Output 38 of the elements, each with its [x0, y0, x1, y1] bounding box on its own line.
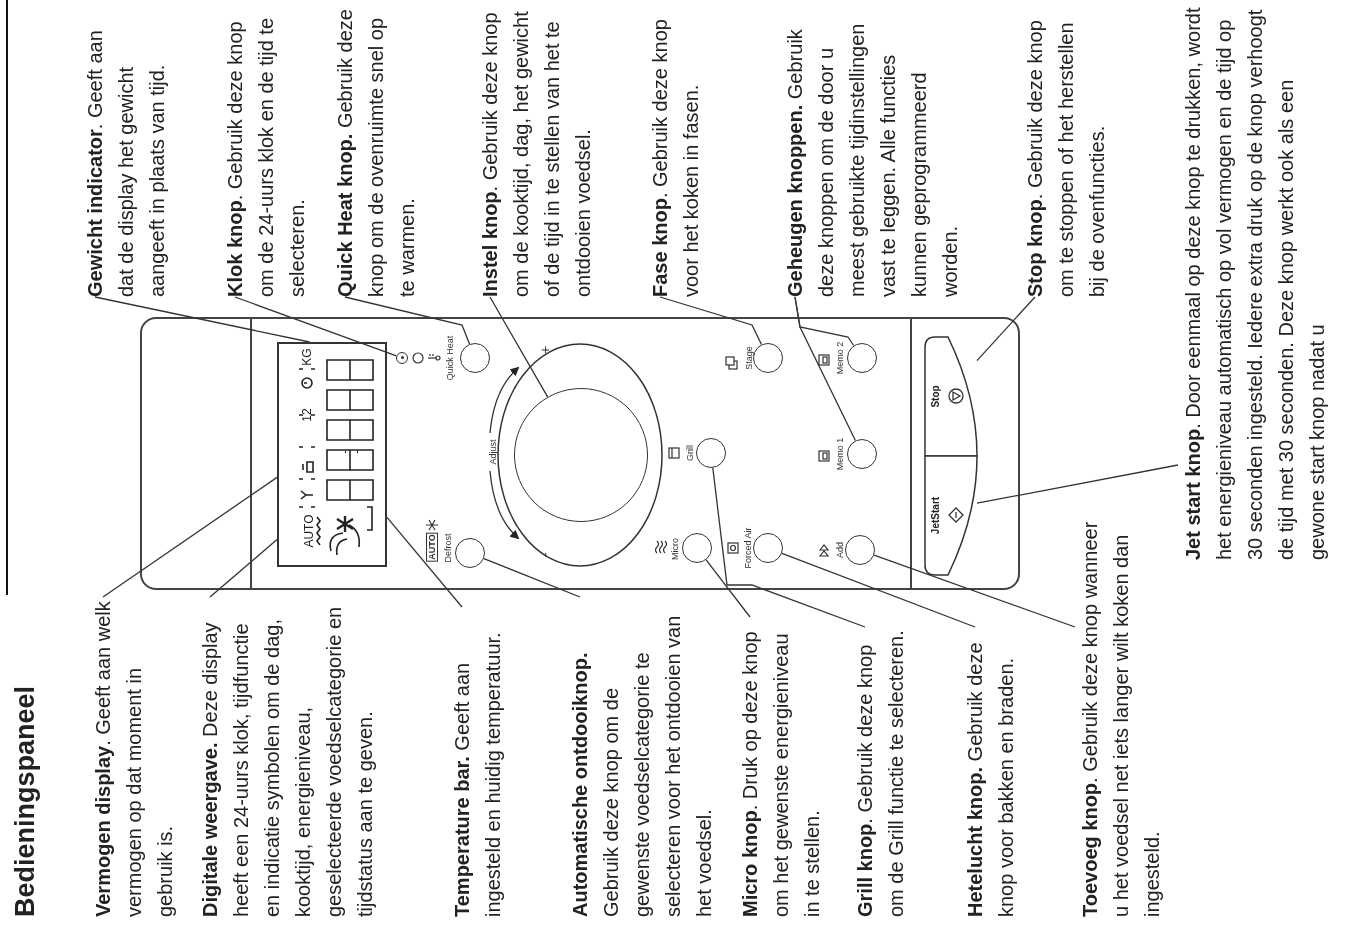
control-panel	[140, 317, 1020, 590]
display-label: AUTO	[302, 514, 316, 548]
button-label: Micro	[670, 538, 680, 560]
display-label: KG	[300, 348, 314, 366]
leader-line	[386, 516, 463, 608]
start-button: JetStart	[925, 456, 977, 575]
minus-sign: -	[538, 552, 552, 558]
leader-line	[94, 296, 311, 343]
leader-line	[344, 296, 471, 345]
leader-line	[712, 467, 866, 628]
button-label: Defrost	[443, 533, 453, 563]
mode-badge: AUTO	[426, 532, 438, 562]
button-label: Quick Heat	[445, 335, 455, 381]
leader-line	[659, 296, 763, 346]
button-label: Adjust	[488, 439, 498, 465]
leader-line	[102, 476, 278, 598]
button-label: Forced Air	[743, 527, 753, 569]
leader-line	[705, 559, 751, 618]
button-label: Add	[835, 542, 845, 558]
stop-button: Stop	[925, 337, 977, 456]
leader-line	[976, 296, 1036, 362]
leader-line	[209, 538, 278, 598]
callout-text: Automatische ontdooiknop. Gebruik deze knop om de gewenste voedselcategorie te selecteren voor het ontdooien van het voedsel.	[568, 614, 716, 917]
page-title: Bedieningspaneel	[9, 685, 41, 917]
leader-line	[483, 557, 581, 598]
callout-text: Toevoeg knop. Gebruik deze knop wanneer u het voedsel net iets langer wilt koken dan ingesteld.	[1078, 520, 1164, 917]
leader-line	[781, 552, 976, 628]
button-label: Stage	[744, 346, 754, 370]
leader-line	[794, 296, 855, 347]
button-label: Memo 1	[835, 437, 845, 471]
button-label: Memo 2	[835, 341, 845, 375]
leader-line	[489, 296, 549, 398]
button-label: Grill	[685, 445, 695, 461]
leader-line	[976, 464, 1179, 504]
plus-sign: +	[538, 345, 552, 355]
leader-line	[873, 554, 1076, 628]
leader-line	[234, 296, 398, 357]
display-label: 12	[300, 408, 314, 422]
